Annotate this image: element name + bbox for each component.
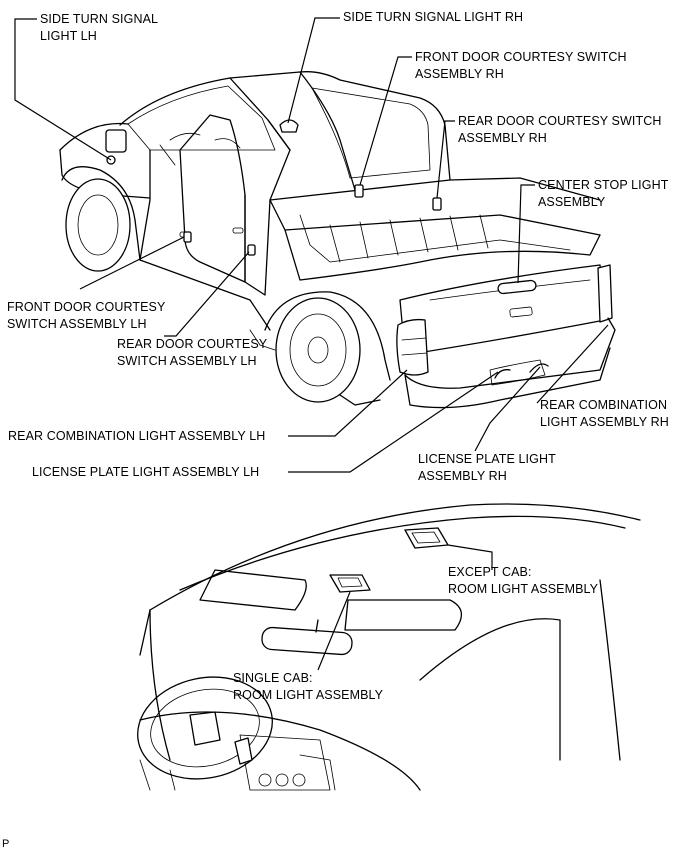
single-cab-room-light-label: SINGLE CAB:ROOM LIGHT ASSEMBLY [233, 671, 384, 702]
except-cab-room-light-label: EXCEPT CAB:ROOM LIGHT ASSEMBLY [448, 565, 599, 596]
cab-interior-drawing [137, 503, 641, 791]
rear-combination-light-lh-label: REAR COMBINATION LIGHT ASSEMBLY LH [8, 429, 266, 443]
leader-lines [14, 17, 609, 671]
footer-mark: P [2, 838, 10, 850]
side-turn-signal-rh-label: SIDE TURN SIGNAL LIGHT RH [343, 10, 524, 24]
pickup-truck-drawing [59, 71, 616, 409]
license-plate-light-lh-label: LICENSE PLATE LIGHT ASSEMBLY LH [32, 465, 260, 479]
